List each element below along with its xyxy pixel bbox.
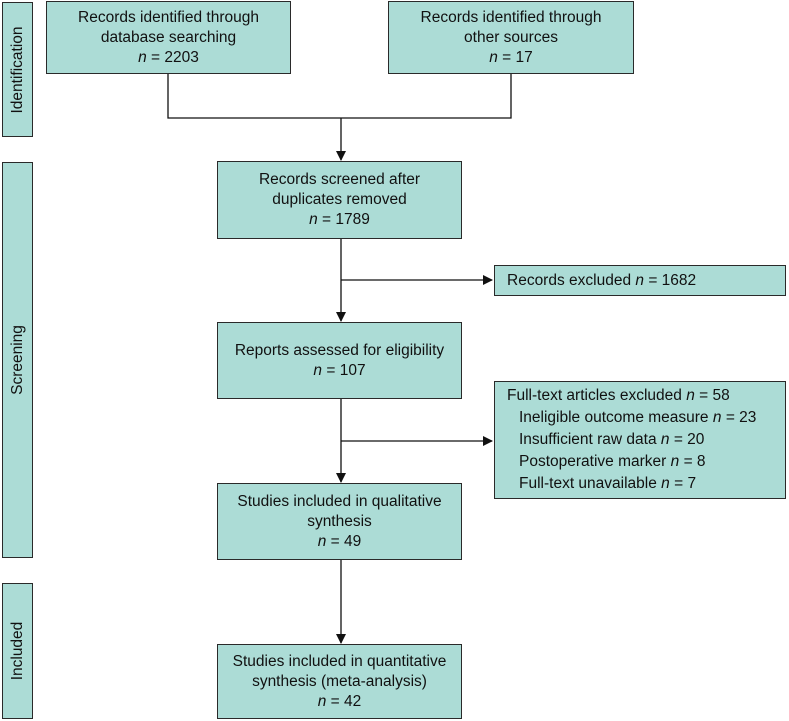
box-database-searching: Records identified through database sear… (46, 1, 291, 74)
reason-item: Ineligible outcome measure n = 23 (507, 407, 785, 429)
stage-included: Included (2, 583, 33, 719)
box-fulltext-excluded: Full-text articles excluded n = 58 Ineli… (494, 381, 786, 499)
qualitative-line2: synthesis (307, 512, 372, 530)
stage-screening: Screening (2, 162, 33, 558)
db-line2: database searching (100, 28, 237, 46)
merge-connector (167, 74, 512, 119)
reason-item: Insufficient raw data n = 20 (507, 429, 785, 451)
quantitative-line1: Studies included in quantitative (232, 652, 447, 670)
quantitative-count: = 42 (330, 692, 362, 710)
eligibility-count: = 107 (326, 361, 366, 379)
screened-line1: Records screened after (258, 171, 421, 188)
reason-label: Postoperative marker (519, 453, 667, 470)
n-symbol: n (660, 431, 670, 448)
reason-item: Postoperative marker n = 8 (507, 451, 785, 473)
reason-label: Insufficient raw data (519, 431, 657, 448)
screened-line2: duplicates removed (272, 191, 407, 208)
n-symbol: n (712, 409, 722, 426)
n-symbol: n (313, 361, 323, 379)
stage-identification: Identification (2, 2, 33, 137)
eligibility-line1: Reports assessed for eligibility (234, 341, 445, 359)
box-records-excluded: Records excluded n = 1682 (494, 265, 786, 296)
box-qualitative-synthesis: Studies included in qualitative synthesi… (217, 483, 462, 560)
n-symbol: n (635, 271, 645, 289)
fulltext-label: Full-text articles excluded (507, 387, 682, 404)
n-symbol: n (661, 475, 670, 492)
fulltext-count: = 58 (699, 387, 730, 404)
quantitative-line2: synthesis (meta-analysis) (252, 672, 427, 690)
other-line1: Records identified through (420, 8, 602, 26)
db-line1: Records identified through (78, 8, 259, 26)
box-other-sources: Records identified through other sources… (388, 1, 634, 74)
n-symbol: n (670, 453, 680, 470)
n-symbol: n (686, 387, 695, 404)
reason-count: = 7 (674, 475, 697, 492)
box-quantitative-synthesis: Studies included in quantitative synthes… (217, 644, 462, 719)
screened-count: = 1789 (322, 211, 370, 228)
db-count: = 2203 (151, 48, 199, 66)
reason-count: = 23 (725, 409, 757, 426)
other-count: = 17 (502, 48, 533, 66)
reason-label: Full-text unavailable (519, 475, 657, 492)
excluded-label: Records excluded (507, 271, 632, 289)
reason-label: Ineligible outcome measure (519, 409, 709, 426)
n-symbol: n (309, 211, 318, 228)
n-symbol: n (317, 532, 327, 550)
n-symbol: n (317, 692, 327, 710)
box-records-screened: Records screened after duplicates remove… (217, 161, 462, 239)
qualitative-count: = 49 (330, 532, 362, 550)
other-line2: other sources (464, 28, 558, 46)
reason-count: = 8 (683, 453, 706, 470)
n-symbol: n (138, 48, 147, 66)
reason-count: = 20 (673, 431, 705, 448)
reason-item: Full-text unavailable n = 7 (507, 473, 785, 495)
n-symbol: n (489, 48, 498, 66)
box-reports-eligibility: Reports assessed for eligibility n = 107 (217, 322, 462, 399)
excluded-count: = 1682 (648, 271, 697, 289)
qualitative-line1: Studies included in qualitative (237, 492, 442, 510)
